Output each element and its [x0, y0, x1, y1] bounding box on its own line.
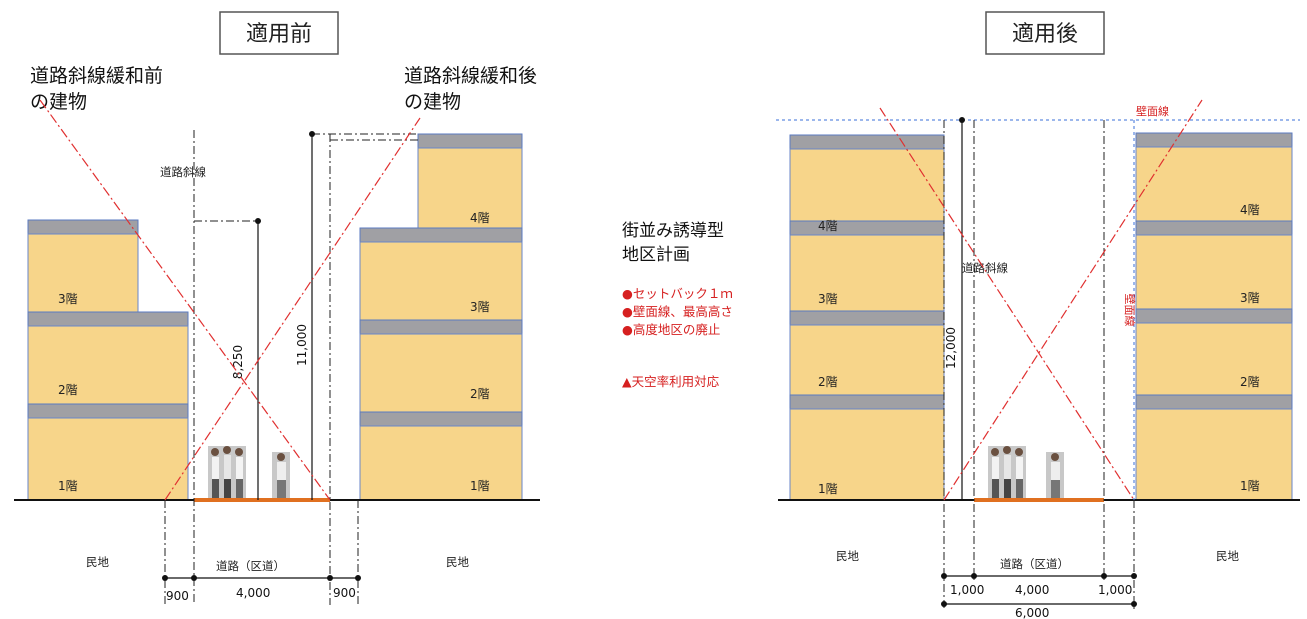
after-road-label: 道路（区道）	[1000, 557, 1069, 571]
legend-bullet-1: ●セットバック１ｍ	[622, 286, 733, 301]
before-dim-mid: 4,000	[236, 586, 270, 600]
after-dim-right: 1,000	[1098, 583, 1132, 597]
before-title-box	[219, 11, 339, 55]
before-title: 適用前	[246, 22, 312, 47]
before-pedestrians-icon	[208, 446, 290, 498]
after-dim-mid: 4,000	[1015, 583, 1049, 597]
after-right-floor-2: 2階	[1240, 374, 1260, 389]
after-panel: 適用後 壁面線 4階 3階 2階 1階	[776, 11, 1300, 619]
before-road-label: 道路（区道）	[216, 559, 285, 573]
legend-bullet-2: ●壁面線、最高高さ	[622, 304, 733, 319]
after-wall-line-vertical: 壁面線	[1123, 294, 1137, 327]
after-land-right: 民地	[1216, 549, 1239, 563]
after-left-floor-1: 1階	[818, 481, 838, 496]
after-dim-12000-dot	[959, 117, 965, 123]
before-land-right: 民地	[446, 555, 469, 569]
legend-heading-line2: 地区計画	[622, 245, 690, 265]
before-land-left: 民地	[86, 555, 109, 569]
after-slope-line-right	[943, 99, 1203, 501]
after-right-floor-3: 3階	[1240, 290, 1260, 305]
before-dim-11000-dot	[309, 131, 315, 137]
after-road-slope-label: 道路斜線	[962, 261, 1008, 275]
after-dim-12000: 12,000	[944, 327, 958, 369]
before-dim-11000: 11,000	[295, 324, 309, 366]
before-slope-line-after	[164, 117, 421, 501]
after-left-building: 4階 3階 2階 1階	[789, 134, 945, 501]
before-left-building: 3階 2階 1階	[27, 219, 189, 501]
after-right-floor-4: 4階	[1240, 202, 1260, 217]
before-right-building: 4階 3階 2階 1階	[359, 133, 523, 501]
after-pedestrians-icon	[988, 446, 1064, 498]
before-slope-line-before	[39, 99, 331, 501]
after-dim-left: 1,000	[950, 583, 984, 597]
before-dim-right: 900	[333, 586, 356, 600]
legend-note: ▲天空率利用対応	[622, 374, 720, 389]
before-road-slope-label: 道路斜線	[160, 165, 206, 179]
after-title-box	[985, 11, 1105, 55]
before-panel: 適用前 道路斜線緩和前 の建物 道路斜線緩和後 の建物 3階 2階 1階	[14, 11, 540, 605]
legend-bullet-3: ●高度地区の廃止	[622, 322, 720, 337]
before-label-right-line2: の建物	[404, 91, 461, 113]
before-left-floor-3: 3階	[58, 291, 78, 306]
after-wall-line-top: 壁面線	[1136, 104, 1169, 118]
before-dim-8250-dot	[255, 218, 261, 224]
legend-heading-line1: 街並み誘導型	[622, 221, 724, 241]
after-land-left: 民地	[836, 549, 859, 563]
after-right-floor-1: 1階	[1240, 478, 1260, 493]
before-label-left-line1: 道路斜線緩和前	[30, 65, 163, 87]
after-title: 適用後	[1012, 22, 1078, 47]
before-label-left-line2: の建物	[30, 91, 87, 113]
before-left-floor-1: 1階	[58, 478, 78, 493]
before-right-floor-4: 4階	[470, 210, 490, 225]
after-left-floor-3: 3階	[818, 291, 838, 306]
before-right-floor-2: 2階	[470, 386, 490, 401]
after-dim-total: 6,000	[1015, 606, 1049, 619]
before-left-floor-2: 2階	[58, 382, 78, 397]
before-dim-8250: 8,250	[231, 345, 245, 379]
after-right-building: 4階 3階 2階 1階	[1135, 132, 1293, 501]
before-right-floor-3: 3階	[470, 299, 490, 314]
before-right-floor-1: 1階	[470, 478, 490, 493]
after-left-floor-4: 4階	[818, 218, 838, 233]
legend: 街並み誘導型 地区計画 ●セットバック１ｍ ●壁面線、最高高さ ●高度地区の廃止…	[622, 221, 733, 389]
before-dim-left: 900	[166, 589, 189, 603]
after-slope-line-left	[879, 107, 1135, 501]
before-label-right-line1: 道路斜線緩和後	[404, 65, 537, 87]
after-left-floor-2: 2階	[818, 374, 838, 389]
